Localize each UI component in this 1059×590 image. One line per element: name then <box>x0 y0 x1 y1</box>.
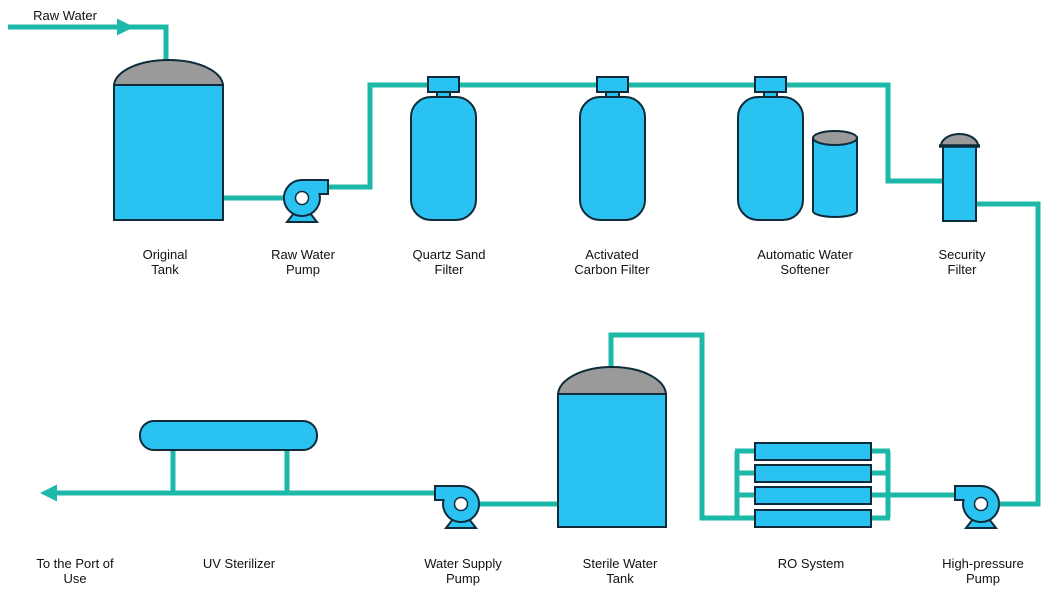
label-raw-water: Raw Water <box>33 8 97 23</box>
sterile-water-tank <box>556 366 668 528</box>
pipe-to-high-pressure-pump <box>974 201 1041 507</box>
softener-valve-head <box>754 76 787 93</box>
label-quartz-sand-filter: Quartz Sand Filter <box>412 247 486 277</box>
label-water-supply-pump: Water Supply Pump <box>424 556 502 586</box>
label-security-filter: Security Filter <box>938 247 986 277</box>
pipe-ro-to-sterile-tank <box>608 332 756 521</box>
ro-membrane-housing <box>754 509 872 528</box>
brine-tank-body <box>812 137 858 218</box>
tank-dome <box>556 366 668 396</box>
label-activated-carbon-filter: Activated Carbon Filter <box>574 247 650 277</box>
filter-vessel <box>410 96 477 221</box>
label-raw-water-pump: Raw Water Pump <box>271 247 335 277</box>
softener-vessel <box>737 96 804 221</box>
high-pressure-pump <box>954 484 1001 529</box>
brine-tank-top <box>812 130 858 146</box>
filter-valve-head <box>427 76 460 93</box>
label-high-pressure-pump: High-pressure Pump <box>942 556 1024 586</box>
original-tank <box>112 59 225 221</box>
uv-sterilizer <box>139 420 318 451</box>
security-filter-body <box>942 145 977 222</box>
tank-body <box>557 393 667 528</box>
raw-water-pump <box>282 178 329 223</box>
activated-carbon-filter <box>579 76 646 221</box>
label-sterile-water-tank: Sterile Water Tank <box>582 556 658 586</box>
flow-arrow-left-icon <box>40 484 57 502</box>
quartz-sand-filter <box>410 76 477 221</box>
label-automatic-water-softener: Automatic Water Softener <box>757 247 853 277</box>
ro-membrane-housing <box>754 486 872 505</box>
label-original-tank: Original Tank <box>142 247 188 277</box>
tank-body <box>113 84 224 221</box>
water-supply-pump <box>434 484 481 529</box>
piping <box>8 18 1041 521</box>
pipe-raw-water-inlet <box>8 24 169 63</box>
filter-valve-head <box>596 76 629 93</box>
ro-system <box>754 442 872 528</box>
ro-membrane-housing <box>754 464 872 483</box>
flow-arrow-right-icon <box>117 18 134 36</box>
security-filter <box>939 133 980 222</box>
label-uv-sterilizer: UV Sterilizer <box>202 556 276 571</box>
ro-membrane-housing <box>754 442 872 461</box>
filter-vessel <box>579 96 646 221</box>
security-filter-cap <box>939 133 980 147</box>
automatic-water-softener <box>737 76 858 221</box>
label-port-of-use: To the Port of Use <box>36 556 114 586</box>
tank-dome <box>112 59 225 87</box>
label-ro-system: RO System <box>777 556 845 571</box>
uv-sterilizer-body <box>139 420 318 451</box>
